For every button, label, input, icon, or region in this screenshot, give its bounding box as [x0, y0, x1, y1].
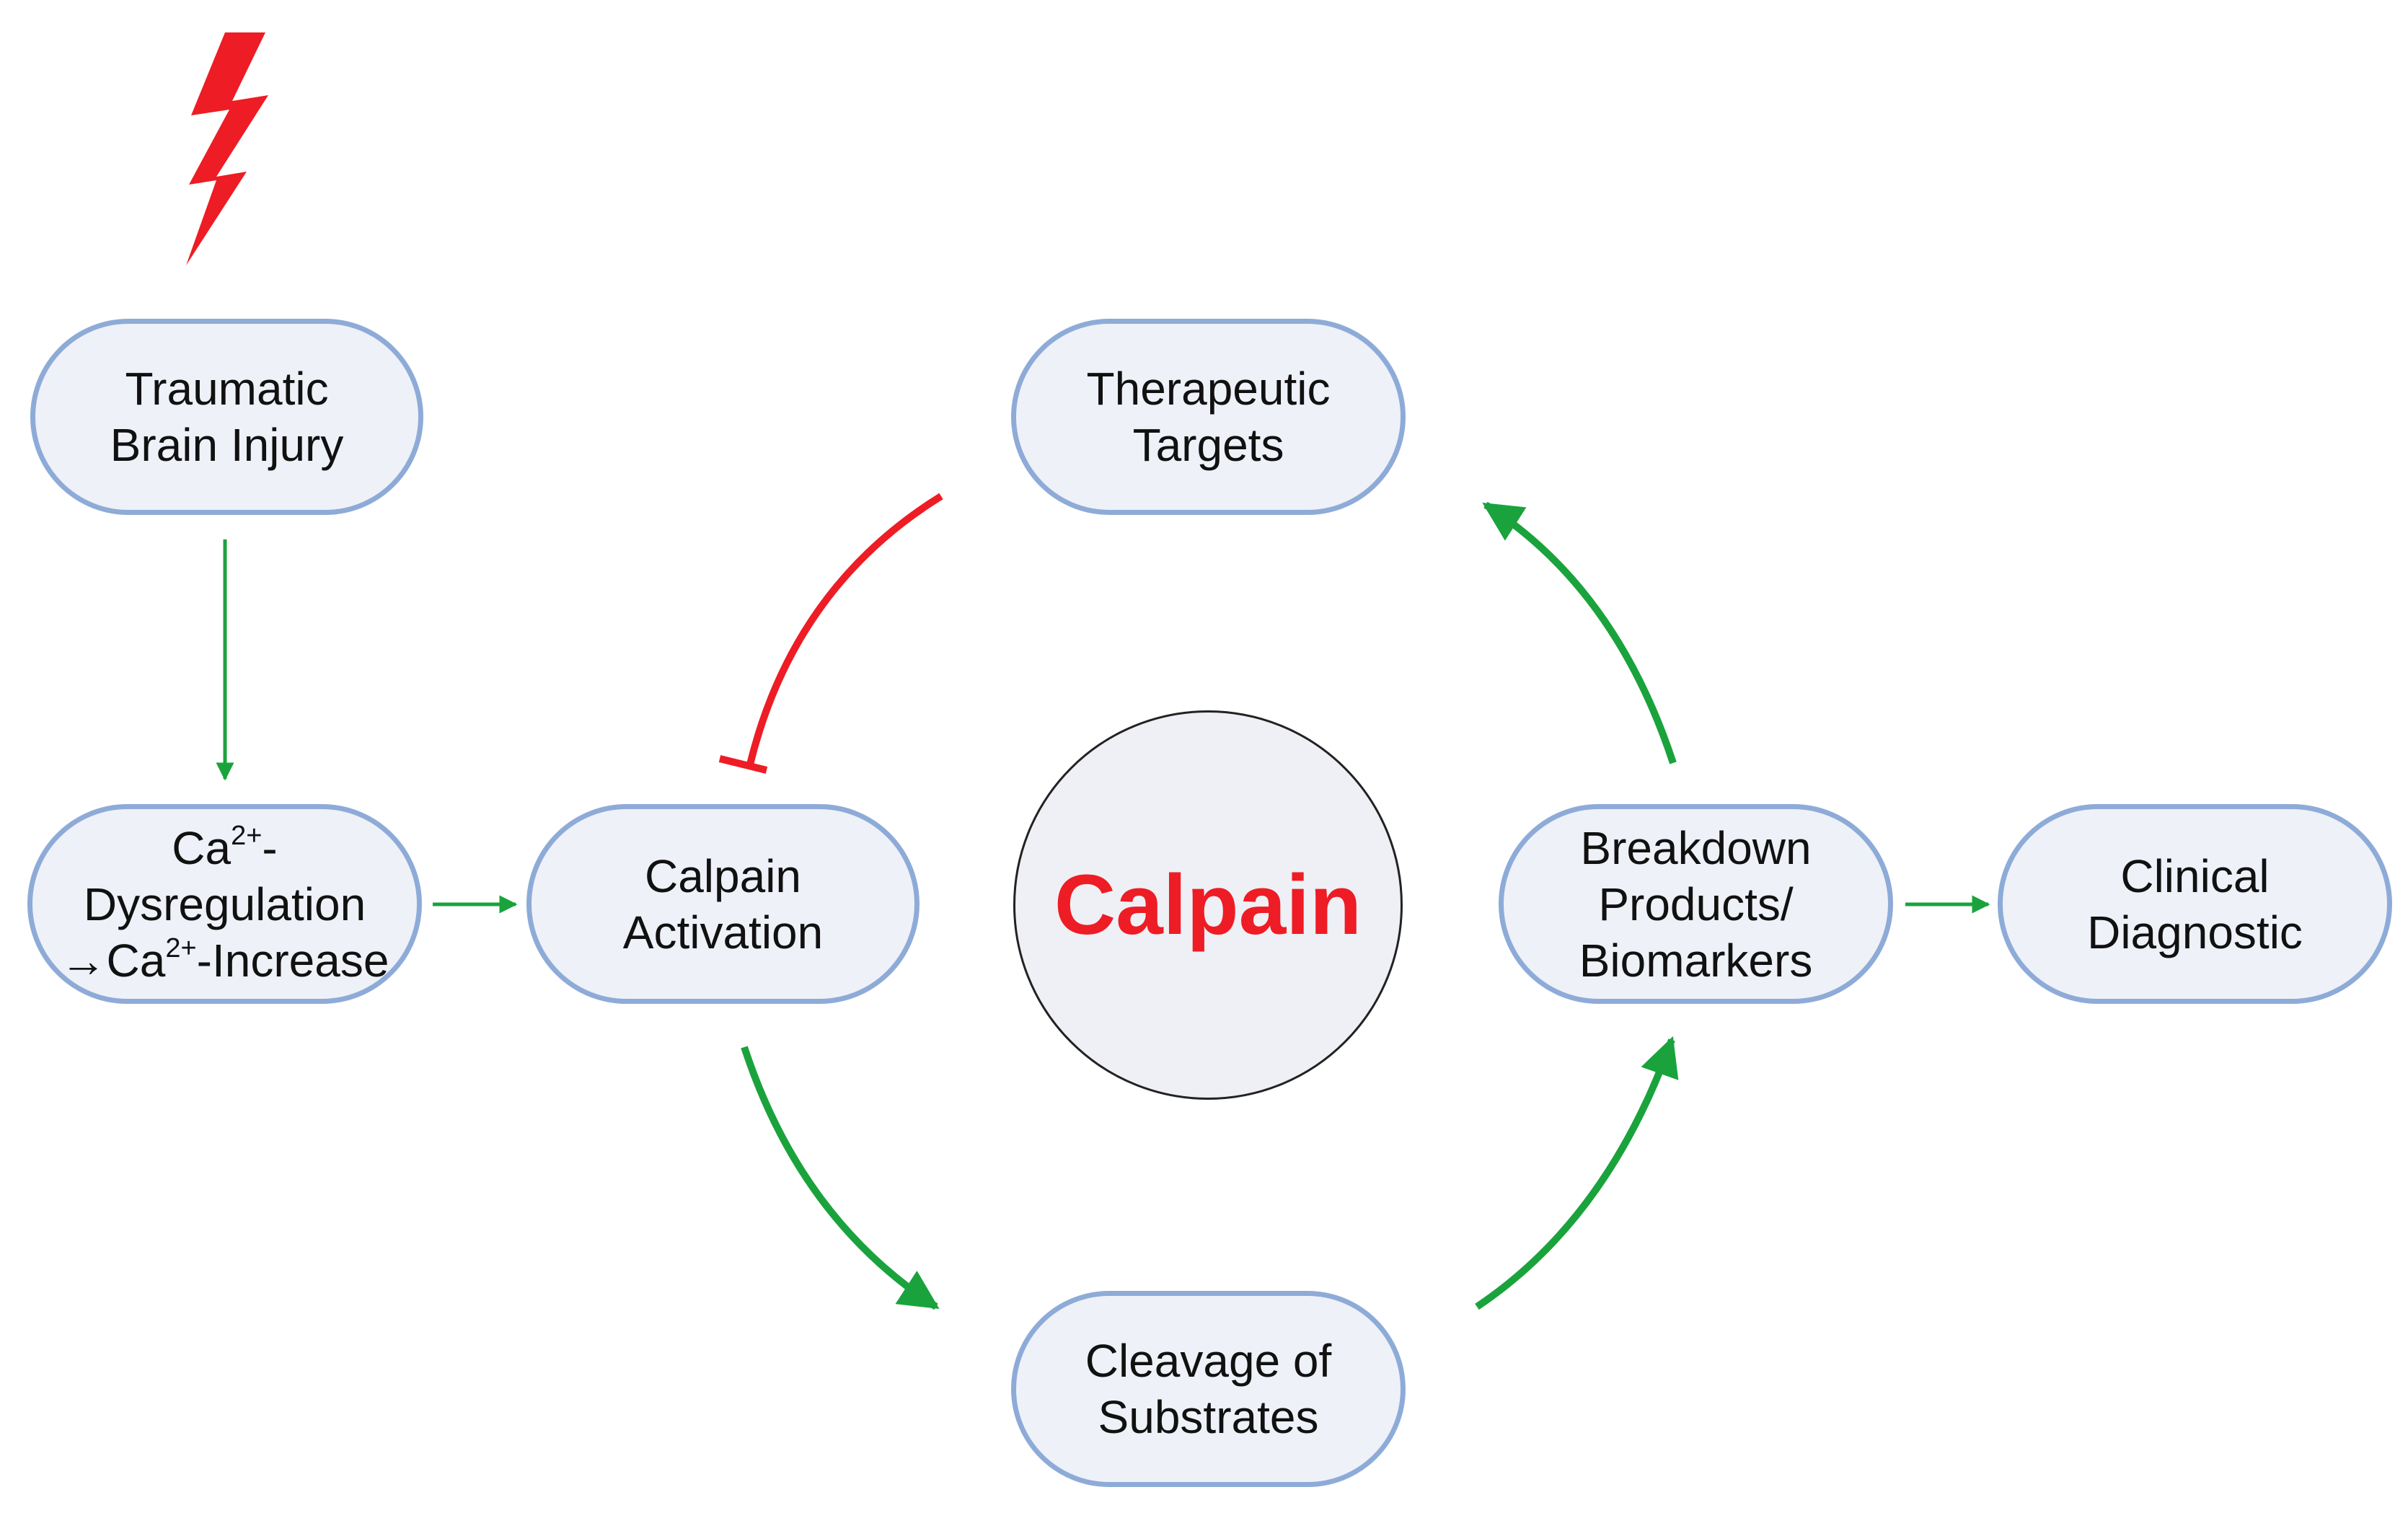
node-therapeutic-targets: Therapeutic Targets [1011, 319, 1406, 515]
lightning-bolt-icon [186, 32, 268, 265]
node-cleavage-line2: Substrates [1098, 1391, 1319, 1443]
node-tbi-line2: Brain Injury [110, 419, 344, 471]
inhibition-bar [718, 755, 768, 774]
node-cleavage-line1: Cleavage of [1085, 1335, 1332, 1387]
node-activation-line1: Calpain [644, 850, 802, 902]
node-clinical-line2: Diagnostic [2087, 906, 2303, 958]
node-therapeutic-line2: Targets [1132, 419, 1284, 471]
arrow-cleavage-to-breakdown [1475, 1036, 1679, 1310]
node-traumatic-brain-injury: Traumatic Brain Injury [30, 319, 423, 515]
node-ca-dysregulation: Ca2+- Dysregulation →Ca2+-Increase [27, 804, 422, 1004]
node-calpain-activation: Calpain Activation [526, 804, 919, 1004]
node-tbi-line1: Traumatic [125, 363, 329, 415]
node-ca-line2: Dysregulation [83, 878, 366, 930]
node-ca-line1: Ca2+- [172, 821, 278, 874]
node-ca-line3: →Ca2+-Increase [60, 933, 389, 987]
calpain-center-circle: Calpain [1013, 710, 1403, 1100]
node-activation-line2: Activation [622, 906, 824, 958]
node-cleavage-of-substrates: Cleavage of Substrates [1011, 1291, 1406, 1487]
calpain-center-label: Calpain [1054, 857, 1362, 953]
node-breakdown-line2: Products/ [1598, 878, 1794, 930]
node-breakdown-products: Breakdown Products/ Biomarkers [1499, 804, 1893, 1004]
node-clinical-diagnostic: Clinical Diagnostic [1998, 804, 2392, 1004]
arrow-activation-to-cleavage [741, 1046, 940, 1310]
arrow-breakdown-to-therapeutic [1482, 501, 1677, 764]
node-breakdown-line3: Biomarkers [1579, 934, 1813, 987]
inhibition-arrow-therapeutic-to-activation [746, 493, 943, 766]
node-breakdown-line1: Breakdown [1580, 821, 1812, 874]
node-therapeutic-line1: Therapeutic [1086, 363, 1331, 415]
node-clinical-line1: Clinical [2120, 850, 2270, 902]
